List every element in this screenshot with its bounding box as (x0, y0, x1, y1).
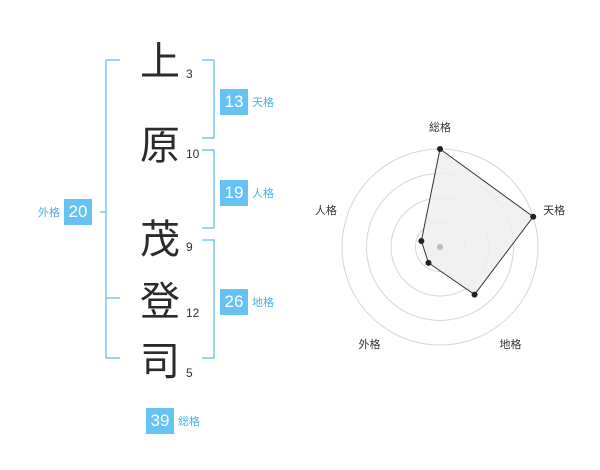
jinkaku-label: 人格 (252, 187, 274, 200)
radar-axis-label-3: 地格 (499, 338, 522, 352)
chikaku-value: 26 (220, 289, 248, 315)
radar-axis-label-2: 天格 (543, 203, 566, 217)
tenkaku-bracket (202, 59, 215, 139)
tenkaku-label: 天格 (252, 96, 274, 109)
name-char-1: 上 (140, 39, 180, 85)
name-char-5: 司 (140, 339, 180, 385)
chikaku-badge: 26 地格 (220, 289, 274, 315)
stroke-count-1: 3 (186, 67, 193, 81)
gaikaku-label: 外格 (38, 206, 60, 219)
radar-series-area (420, 148, 534, 296)
tenkaku-badge: 13 天格 (220, 89, 274, 115)
gaikaku-value: 20 (64, 199, 92, 225)
radar-axis-label-4: 外格 (358, 338, 381, 352)
radar-point-2 (530, 213, 537, 220)
tenkaku-value: 13 (220, 89, 248, 115)
stroke-count-2: 10 (186, 147, 200, 161)
soukaku-badge: 39 総格 (146, 408, 200, 434)
name-char-4: 登 (140, 279, 180, 325)
jinkaku-value: 19 (220, 180, 248, 206)
name-char-3: 茂 (140, 217, 180, 263)
radar-point-1 (437, 146, 443, 152)
radar-axis-label-5: 人格 (314, 203, 337, 217)
gaikaku-badge: 20 外格 (38, 199, 92, 225)
jinkaku-badge: 19 人格 (220, 180, 274, 206)
radar-point-4 (425, 259, 432, 266)
radar-point-5 (418, 237, 425, 244)
stroke-count-4: 12 (186, 306, 200, 320)
gaikaku-bracket (105, 59, 120, 359)
stroke-count-3: 9 (186, 240, 193, 254)
radar-axis-label-1: 総格 (429, 121, 451, 134)
soukaku-value: 39 (146, 408, 174, 434)
stroke-count-5: 5 (186, 366, 193, 380)
jinkaku-bracket (202, 149, 215, 229)
radar-center-point (437, 244, 443, 250)
soukaku-label: 総格 (178, 415, 200, 428)
chikaku-bracket (202, 239, 215, 359)
chikaku-label: 地格 (252, 296, 274, 309)
name-char-2: 原 (140, 123, 180, 169)
radar-point-3 (471, 291, 478, 298)
